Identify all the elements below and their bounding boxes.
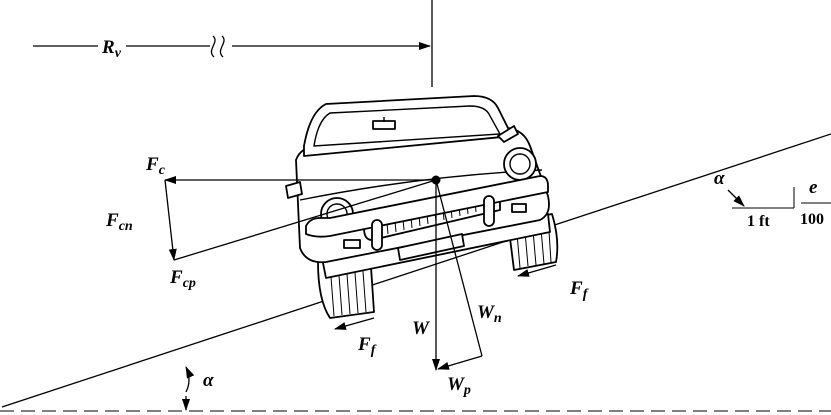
friction-arrow-right [517,264,557,277]
fc-label: Fc [145,154,166,178]
angle-alpha-top-pointer [727,189,745,207]
wn-label: Wn [477,302,502,326]
wn-component-line [435,179,483,357]
svg-text:e: e [809,177,818,198]
svg-text:100: 100 [800,211,824,228]
fcn-component-arrow [164,179,177,261]
car-illustration [285,95,559,319]
friction-arrow-left [334,317,375,330]
radius-label: Rv [101,37,122,61]
w-label: W [412,318,430,339]
rise-fraction: e 100 [800,177,831,228]
alpha-top-label: α [714,168,725,189]
run-label: 1 ft [747,213,770,230]
cropped-caption-remnant [0,0,831,3]
slope-triangle [732,187,795,209]
fcp-component-line [173,179,437,261]
fcn-label: Fcn [105,210,133,234]
fcp-label: Fcp [169,267,196,291]
wp-label: Wp [447,374,471,398]
radius-dimension [33,35,431,58]
angle-alpha-bottom [182,366,195,411]
alpha-bottom-label: α [203,370,214,391]
road-slope-line [1,133,831,408]
ff-right-label: Ff [569,278,589,302]
wp-component-arrow [437,355,483,370]
ff-left-label: Ff [357,334,377,358]
